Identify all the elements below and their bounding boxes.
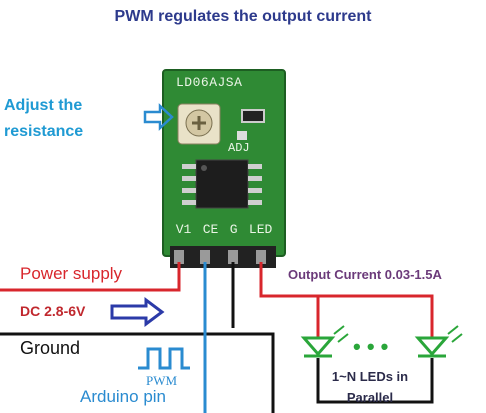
led-icon xyxy=(300,325,349,358)
resistor-smd xyxy=(241,109,265,123)
dc-voltage-label: DC 2.8-6V xyxy=(20,303,86,319)
pwm-waveform-icon xyxy=(138,347,190,370)
page-title: PWM regulates the output current xyxy=(114,8,372,25)
led-icon xyxy=(414,325,463,358)
leds-label: 1~N LEDs in Parallel xyxy=(331,369,409,405)
pin-label-led: LED xyxy=(248,222,273,237)
arduino-pin-label: Arduino pin xyxy=(80,387,167,406)
pin-label-g: G xyxy=(229,222,238,237)
output-current-label: Output Current 0.03-1.5A xyxy=(288,267,442,282)
led-ellipsis: • • • xyxy=(353,334,388,359)
capacitor-smd xyxy=(237,131,247,140)
led-output-wire xyxy=(259,262,434,338)
ground-wire xyxy=(0,332,275,413)
led-return-wire xyxy=(316,358,434,404)
hollow-arrow-icon xyxy=(143,103,174,131)
ic-chip xyxy=(182,159,262,209)
pwm-label: PWM xyxy=(146,373,178,388)
pin-label-ce: CE xyxy=(202,222,219,237)
pin-labels: V1 CE G LED xyxy=(170,222,278,237)
pin-header xyxy=(170,246,276,268)
dc-arrow-icon xyxy=(110,297,165,327)
adjust-label: Adjust the resistance xyxy=(4,97,84,140)
power-wire xyxy=(0,262,181,292)
potentiometer-icon xyxy=(177,103,221,145)
adj-label: ADJ xyxy=(228,141,250,155)
ground-label: Ground xyxy=(20,338,81,358)
pin-label-v1: V1 xyxy=(175,222,192,237)
module-name: LD06AJSA xyxy=(176,75,243,90)
power-supply-label: Power supply xyxy=(20,264,123,283)
